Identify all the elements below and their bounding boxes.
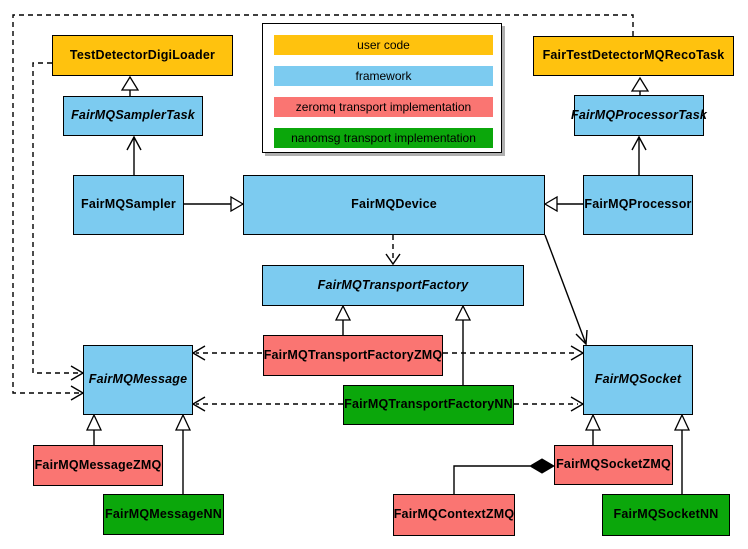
edge-dependency-tfzmq-message: [191, 345, 262, 361]
edge-dependency-tfnn-message: [191, 396, 343, 412]
edge-association-device-socket: [544, 234, 588, 346]
node-fairmq-sampler-task: FairMQSamplerTask: [63, 96, 203, 136]
node-fair-test-detector-mq-reco-task: FairTestDetectorMQRecoTask: [533, 36, 734, 76]
node-fairmq-transport-factory-zmq: FairMQTransportFactoryZMQ: [263, 335, 443, 376]
node-fairmq-message-zmq: FairMQMessageZMQ: [33, 445, 163, 486]
edge-inheritance-tfnn-transportfactory: [454, 304, 472, 385]
edge-inheritance-processor-device: [543, 195, 583, 213]
node-fairmq-processor-task: FairMQProcessorTask: [571, 95, 707, 136]
node-fairmq-socket-zmq: FairMQSocketZMQ: [554, 445, 673, 485]
edge-dependency-tfzmq-socket: [443, 345, 585, 361]
edge-composition-contextzmq-socketzmq: [453, 458, 555, 495]
edge-inheritance-messagezmq-message: [85, 413, 103, 445]
node-fairmq-socket-nn: FairMQSocketNN: [602, 494, 730, 536]
legend-item-user-code: user code: [274, 35, 493, 55]
edge-inheritance-socketzmq-socket: [584, 413, 602, 445]
edge-inheritance-messagenn-message: [174, 413, 192, 494]
edge-inheritance-tfzmq-transportfactory: [334, 304, 352, 335]
edge-dependency-tfnn-socket: [514, 396, 585, 412]
edge-association-sampler-samplertask: [126, 135, 142, 175]
legend-item-nanomsg: nanomsg transport implementation: [274, 128, 493, 148]
edge-inheritance-sampler-device: [184, 195, 245, 213]
node-test-detector-digi-loader: TestDetectorDigiLoader: [52, 35, 233, 76]
node-fairmq-transport-factory-nn: FairMQTransportFactoryNN: [343, 385, 514, 425]
node-fairmq-message-nn: FairMQMessageNN: [103, 494, 224, 535]
edge-inheritance-socketnn-socket: [673, 413, 691, 494]
legend-item-framework: framework: [274, 66, 493, 86]
node-fairmq-processor: FairMQProcessor: [583, 175, 693, 235]
node-fairmq-transport-factory: FairMQTransportFactory: [262, 265, 524, 306]
edge-association-processor-processortask: [631, 135, 647, 175]
edge-dependency-device-transportfactory: [385, 235, 401, 266]
legend-item-zeromq: zeromq transport implementation: [274, 97, 493, 117]
node-fairmq-sampler: FairMQSampler: [73, 175, 184, 235]
edge-inheritance-samplertask-digiloader: [120, 75, 140, 96]
legend: user code framework zeromq transport imp…: [262, 23, 502, 153]
edge-inheritance-processortask-recotask: [630, 76, 650, 95]
node-fairmq-device: FairMQDevice: [243, 175, 545, 235]
node-fairmq-socket: FairMQSocket: [583, 345, 693, 415]
node-fairmq-message: FairMQMessage: [83, 345, 193, 415]
node-fairmq-context-zmq: FairMQContextZMQ: [393, 494, 515, 536]
